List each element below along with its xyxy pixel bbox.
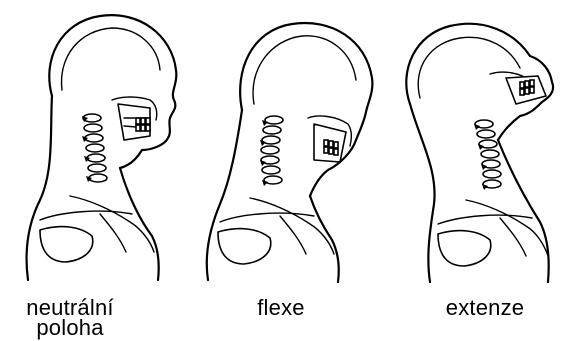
panel-neutral: neutrální poloha: [0, 0, 190, 341]
skull-neck-extension-icon: [380, 0, 569, 300]
caption-extension: extenze: [430, 298, 540, 318]
skull-neck-flexion-icon: [190, 0, 380, 300]
panel-extension: extenze: [380, 0, 569, 341]
skull-neck-neutral-icon: [0, 0, 190, 300]
panel-flexion: flexe: [190, 0, 380, 341]
caption-neutral: neutrální poloha: [15, 298, 125, 338]
caption-flexion: flexe: [226, 298, 336, 318]
